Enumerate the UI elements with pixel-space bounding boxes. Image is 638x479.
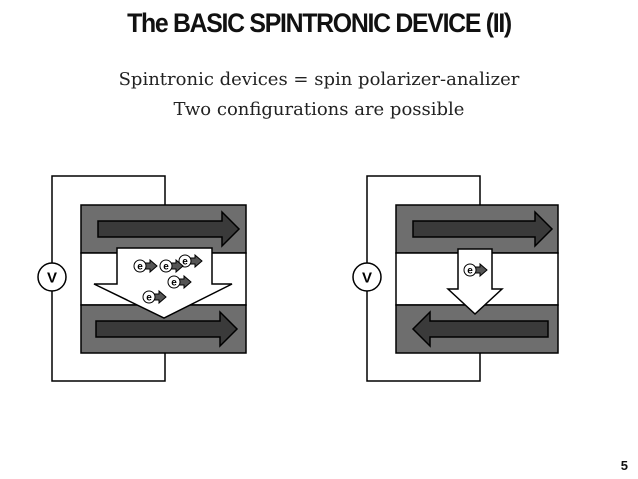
voltmeter: V — [352, 262, 382, 292]
electron: e — [133, 258, 158, 274]
current-arrow — [446, 248, 504, 316]
electron: e — [167, 274, 192, 290]
electron: e — [159, 258, 184, 274]
electron: e — [178, 253, 203, 269]
bottom-magnetization-arrow — [95, 310, 239, 348]
electron-label: e — [146, 293, 152, 304]
electron-label: e — [163, 262, 169, 273]
subtitle-line-2: Two configurations are possible — [173, 99, 465, 120]
device-parallel: e e e e e V — [37, 175, 247, 382]
electron-label: e — [467, 266, 473, 277]
page-number: 5 — [620, 458, 628, 473]
bottom-magnetization-arrow — [411, 310, 549, 348]
slide-title: The BASIC SPINTRONIC DEVICE (II) — [127, 8, 512, 38]
top-magnetization-arrow — [412, 210, 554, 248]
voltmeter-label: V — [47, 270, 57, 287]
voltmeter-label: V — [362, 270, 372, 287]
electron: e — [142, 289, 167, 305]
electron: e — [463, 262, 488, 278]
subtitle-line-1: Spintronic devices = spin polarizer-anal… — [118, 69, 520, 90]
electron-label: e — [182, 257, 188, 268]
device-antiparallel: e V — [352, 175, 559, 382]
electron-label: e — [171, 278, 177, 289]
voltmeter: V — [37, 262, 67, 292]
electron-label: e — [137, 262, 143, 273]
top-magnetization-arrow — [97, 210, 241, 248]
